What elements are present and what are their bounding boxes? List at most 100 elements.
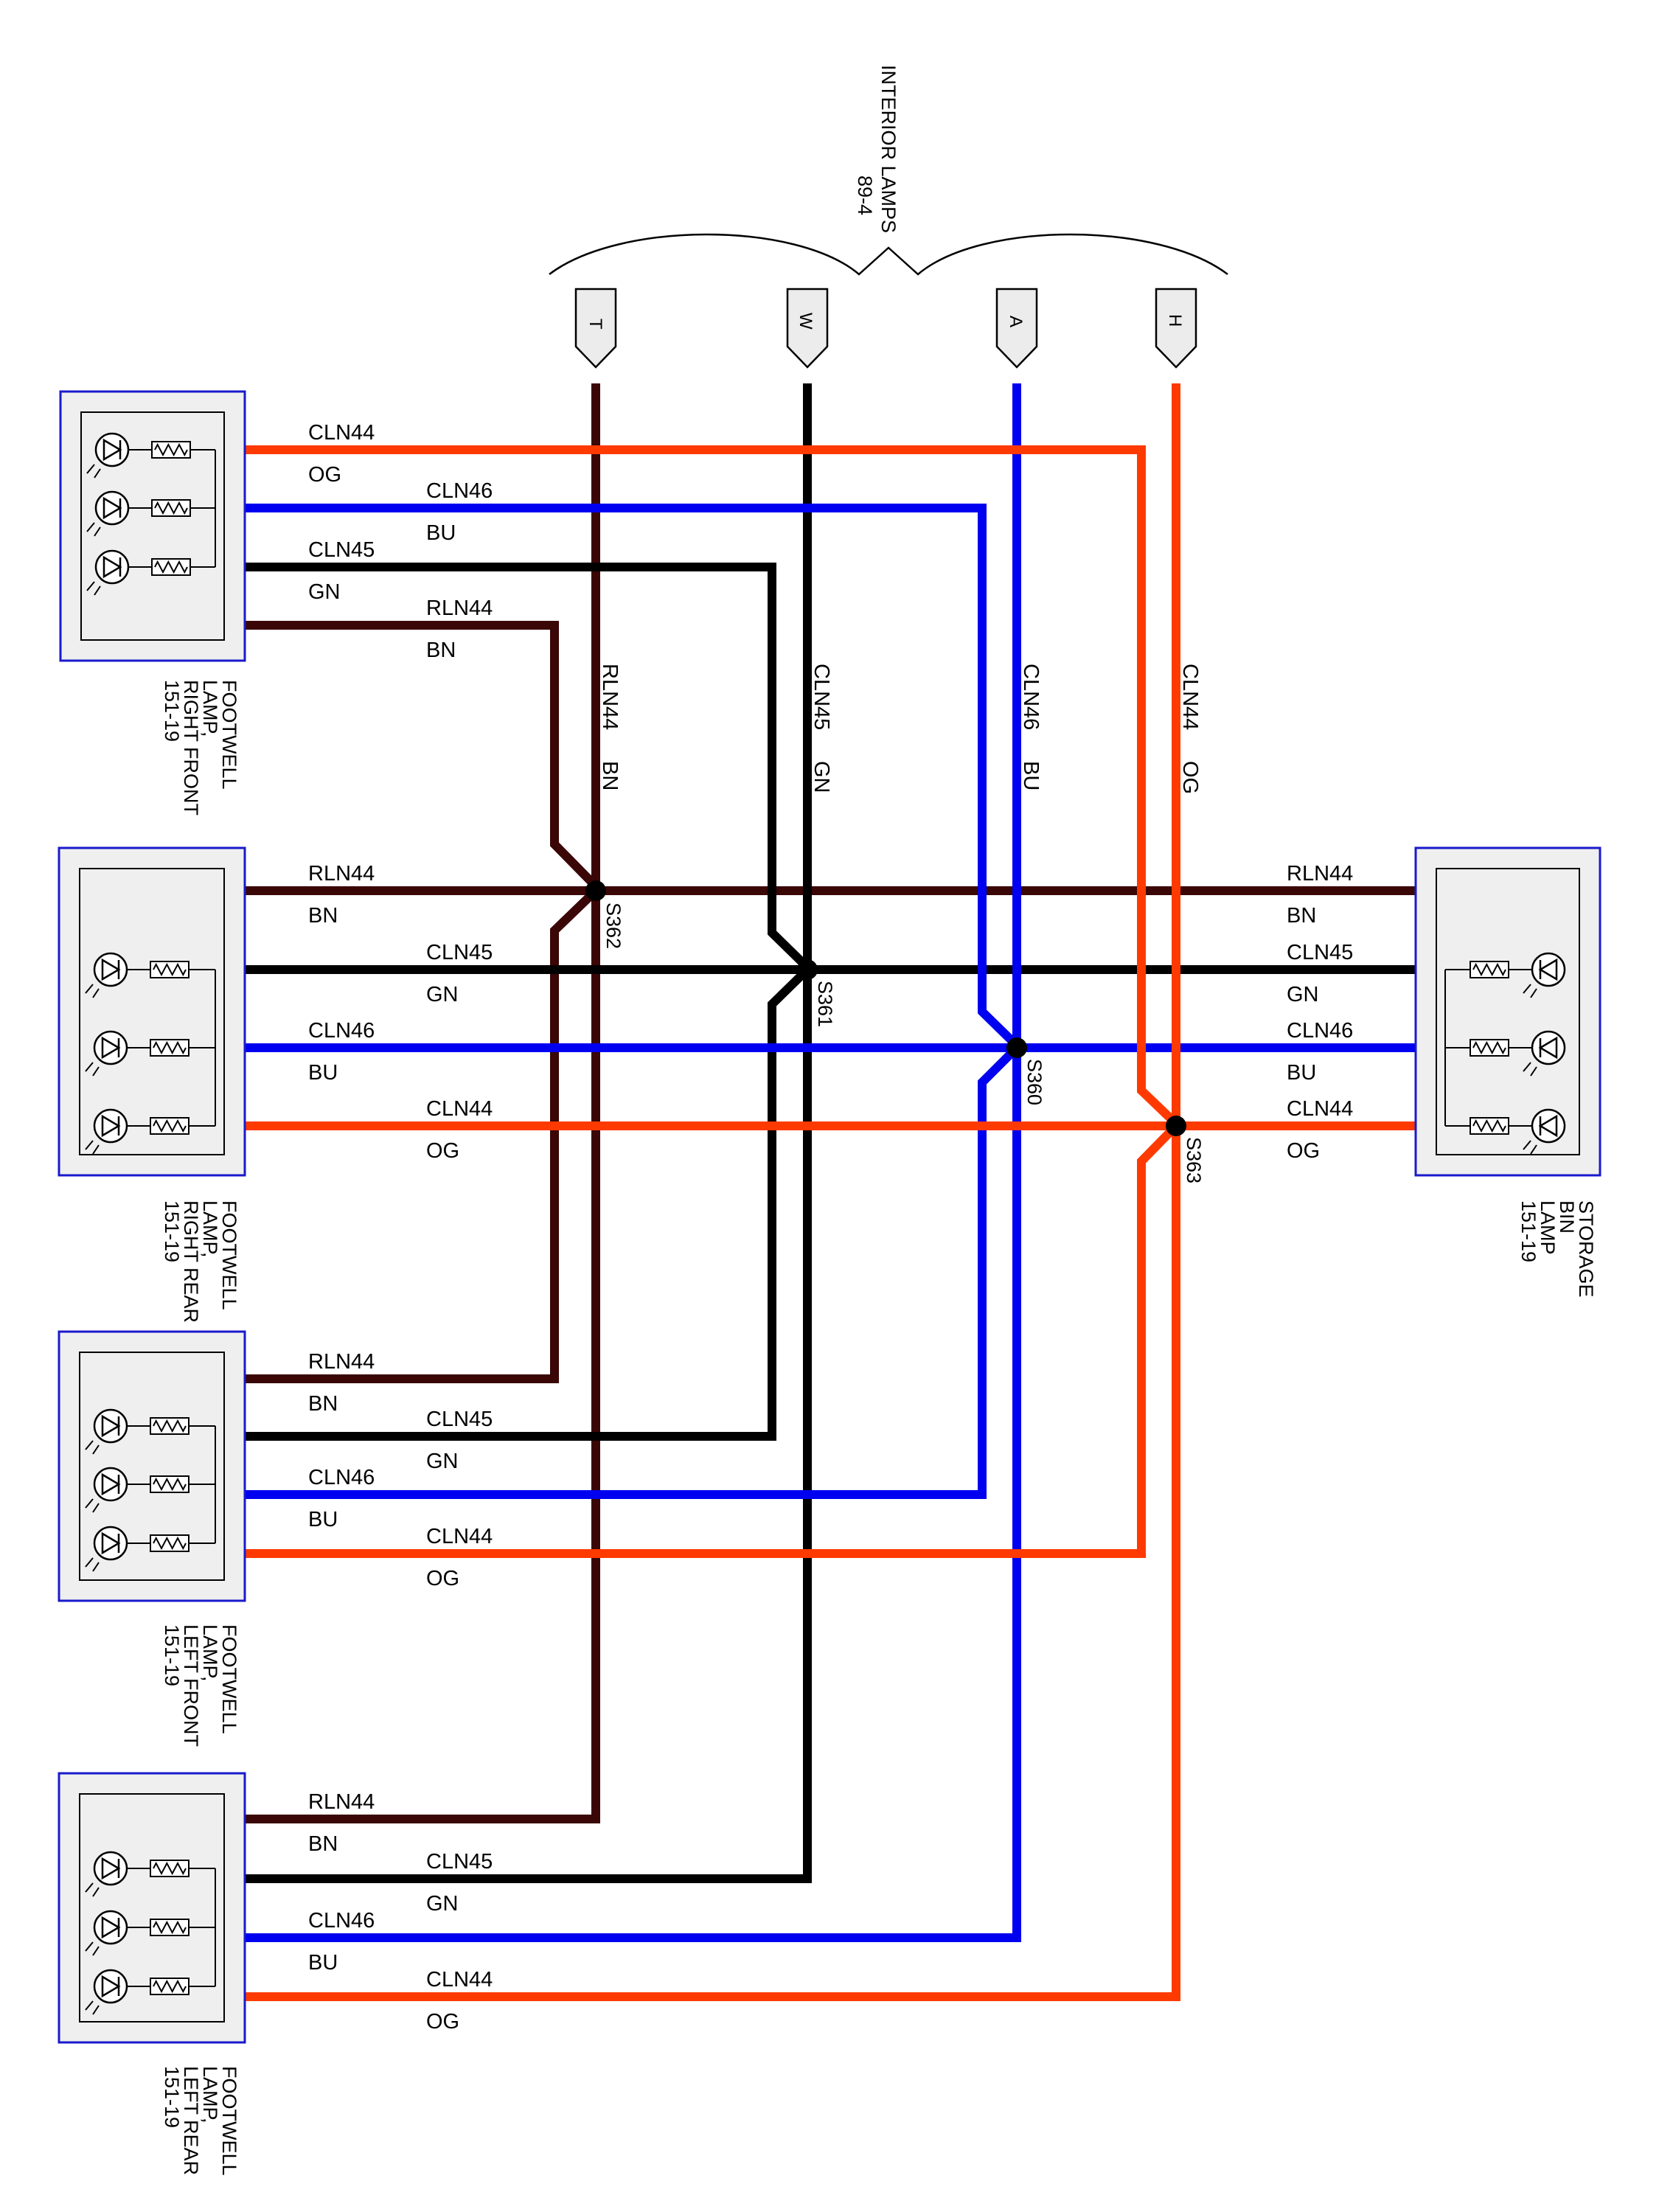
connector-right-rear [58,846,246,1177]
sb-label-line1: STORAGE [1575,1200,1597,1298]
lf-cln46-color: BU [308,1508,338,1531]
pin-A: A [995,288,1038,369]
lamp-bulb-icon [1523,1030,1566,1077]
wire-rln44-right-front [246,621,599,890]
resistor-icon [150,1978,189,1995]
resistor-icon [150,1417,189,1435]
lr-rln44-circuit: RLN44 [308,1790,375,1814]
label-right-front: FOOTWELL LAMP, RIGHT FRONT 151-19 [161,680,240,815]
wire-cln46-trunk [246,383,1021,1942]
trunk-label-cln45: CLN45 GN [810,664,833,793]
rr-rln44-color: BN [308,904,338,928]
lr-label-line1: FOOTWELL [218,2066,240,2176]
sb-label-line4: 151-19 [1517,1200,1540,1262]
rr-label-line3: RIGHT REAR [180,1200,202,1323]
connector-left-rear [58,1772,246,2044]
lf-cln45-color: GN [426,1450,459,1473]
labels-storage-bin: RLN44 BN CLN45 GN CLN46 BU CLN44 OG [1287,862,1353,1163]
wire-cln46-left-front [246,1044,1020,1499]
resistor-icon [1470,961,1509,978]
pin-W: W [786,288,829,369]
rf-cln44-circuit: CLN44 [308,421,375,445]
wire-cln45-left-front [246,966,811,1441]
connector-right-front-inner [80,411,225,641]
rr-label-line2: LAMP, [199,1200,221,1258]
resistor-icon [150,1534,189,1552]
sb-cln46-circuit: CLN46 [1287,1019,1353,1043]
wire-rln44-trunk [246,383,600,1823]
rr-rln44-circuit: RLN44 [308,862,375,886]
connector-right-front [59,390,246,662]
rf-rln44-circuit: RLN44 [426,597,493,620]
lamp-bulb-icon [85,1108,128,1155]
lr-label-line4: 151-19 [161,2066,183,2128]
lf-label-line4: 151-19 [161,1624,183,1686]
pin-H-label: H [1165,314,1185,327]
lf-cln45-circuit: CLN45 [426,1408,493,1431]
lf-label-line3: LEFT FRONT [180,1624,202,1747]
resistor-icon [1470,1117,1509,1135]
sb-cln45-circuit: CLN45 [1287,941,1353,964]
resistor-icon [151,499,191,517]
pin-H: H [1155,288,1197,369]
splices [585,880,1186,1136]
lr-cln45-color: GN [426,1892,459,1916]
trunk-cln46-color: BU [1019,761,1043,790]
trunk-label-cln46: CLN46 BU [1019,664,1043,790]
lf-label-line1: FOOTWELL [218,1624,240,1734]
resistor-icon [150,1117,189,1135]
connector-left-front [58,1330,246,1602]
trunk-cln45-circuit: CLN45 [810,664,833,730]
rf-label-line1: FOOTWELL [218,680,240,790]
trunk-cln44-color: OG [1178,761,1202,794]
splice-s360-dot [1006,1037,1027,1058]
resistor-icon [150,961,189,978]
lr-cln46-color: BU [308,1951,338,1975]
trunk-cln45-color: GN [810,761,833,793]
connector-left-rear-border [58,1772,246,2044]
lamp-bulb-icon [85,952,128,998]
sb-cln45-color: GN [1287,983,1319,1006]
rr-cln46-circuit: CLN46 [308,1019,375,1043]
pin-W-label: W [796,313,815,330]
connector-left-rear-inner [79,1793,225,2023]
rr-cln44-circuit: CLN44 [426,1097,493,1121]
lamp-bulb-icon [86,490,130,537]
lr-cln46-circuit: CLN46 [308,1909,375,1933]
label-left-front: FOOTWELL LAMP, LEFT FRONT 151-19 [161,1624,240,1747]
header-ref: 89-4 [854,175,876,215]
wire-cln45-right-front [246,563,811,971]
wire-cln46-right-front [246,504,1020,1049]
resistor-icon [150,1919,189,1936]
connector-storage-bin-inner [1436,868,1580,1155]
lr-rln44-color: BN [308,1832,338,1856]
labels-left-front: RLN44 BN CLN45 GN CLN46 BU CLN44 OG [308,1350,493,1590]
rr-cln45-circuit: CLN45 [426,941,493,964]
resistor-icon [151,558,191,576]
rf-cln44-color: OG [308,463,341,487]
lr-label-line3: LEFT REAR [180,2066,202,2175]
wire-cln45-trunk [246,383,812,1883]
splice-s363-dot [1166,1116,1186,1136]
label-right-rear: FOOTWELL LAMP, RIGHT REAR 151-19 [161,1200,240,1323]
connector-left-front-inner [79,1352,225,1581]
wire-cln44-left-front [246,1122,1180,1558]
lr-label-line2: LAMP, [199,2066,221,2124]
wire-cln44-right-front [246,445,1180,1127]
labels-left-rear: RLN44 BN CLN45 GN CLN46 BU CLN44 OG [308,1790,493,2034]
header-brace [549,233,1228,276]
resistor-icon [1470,1039,1509,1057]
rr-cln46-color: BU [308,1061,338,1085]
rf-cln45-circuit: CLN45 [308,538,375,562]
lamp-bulb-icon [86,432,130,479]
connector-left-front-border [58,1330,246,1602]
pin-T-label: T [585,319,605,330]
sb-cln44-color: OG [1287,1139,1320,1163]
rr-cln44-color: OG [426,1139,459,1163]
splice-s362-label: S362 [602,902,625,949]
sb-label-line3: LAMP [1537,1200,1559,1255]
lf-cln44-circuit: CLN44 [426,1525,493,1548]
rr-cln45-color: GN [426,983,459,1006]
rf-label-line3: RIGHT FRONT [180,680,202,815]
